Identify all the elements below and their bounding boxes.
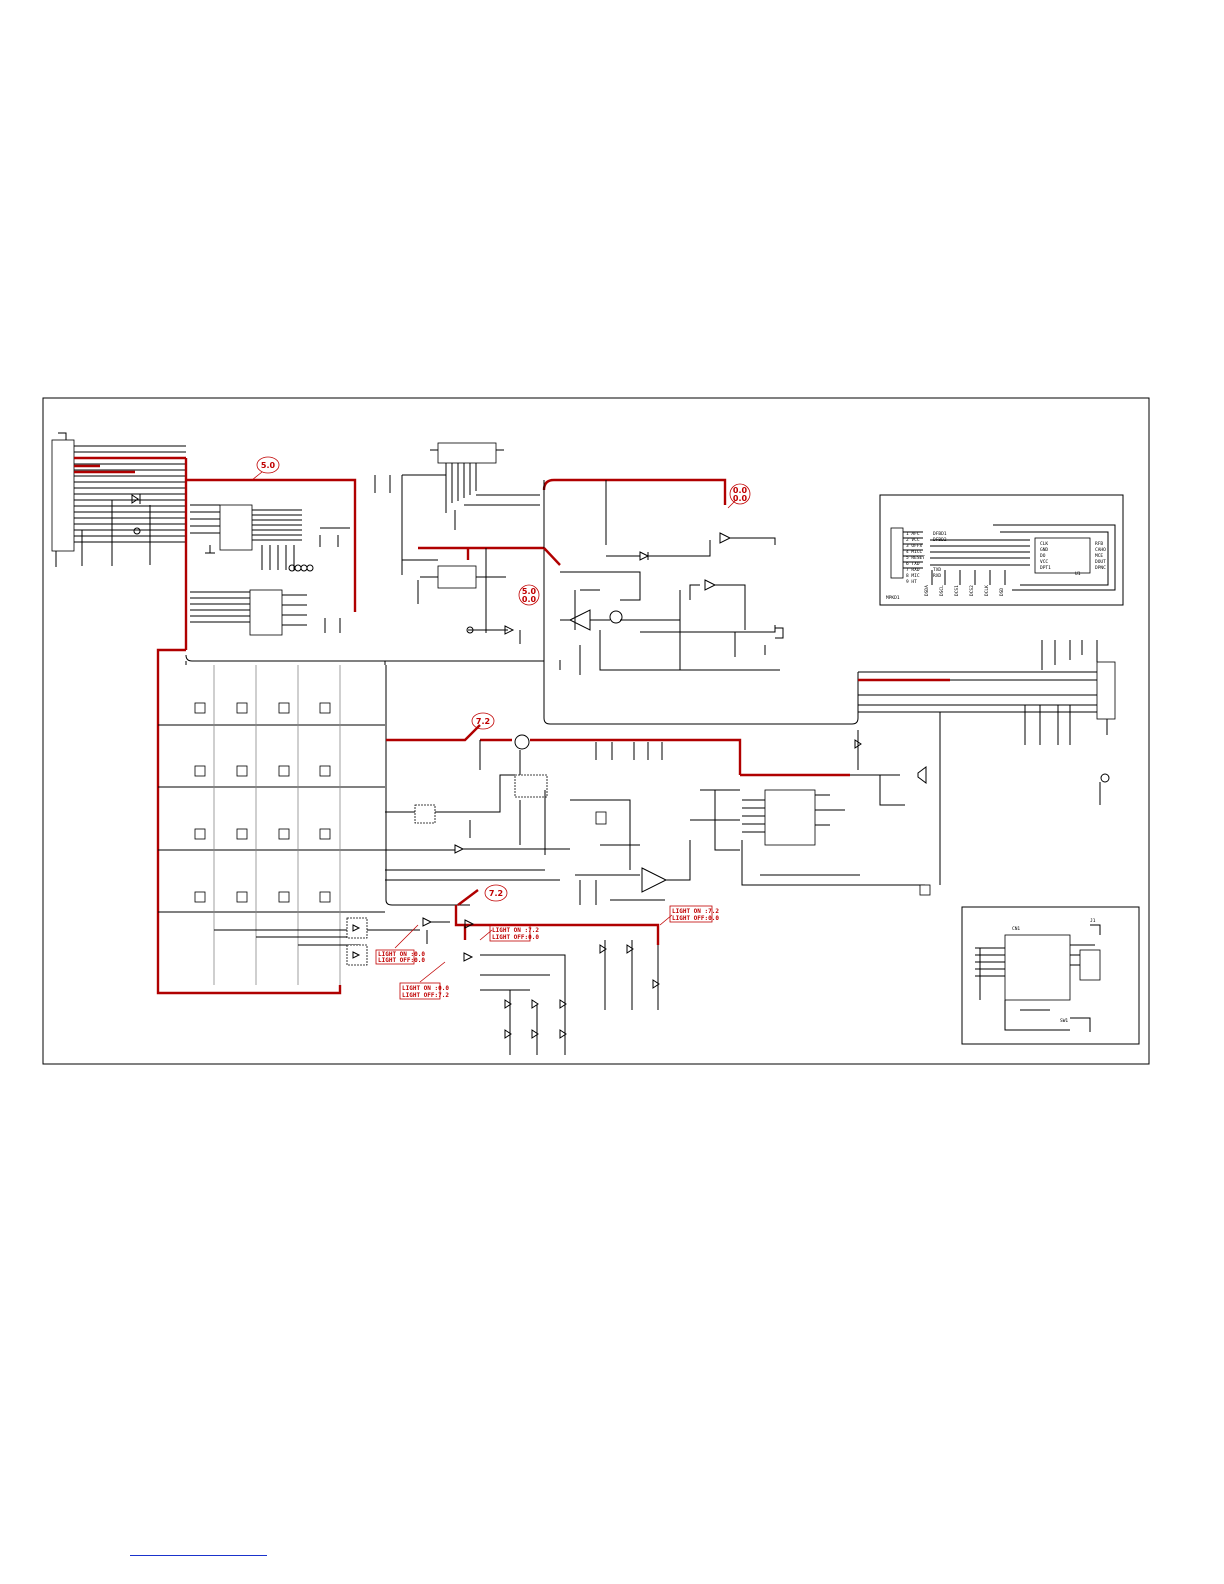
right-audio-block (542, 478, 859, 725)
top-mid-connector (374, 442, 544, 644)
svg-text:DCS1: DCS1 (954, 585, 960, 596)
footer-link-underline[interactable] (130, 1555, 267, 1556)
svg-text:CAHO: CAHO (1095, 547, 1106, 553)
voltage-label: 5.0 (522, 587, 537, 596)
svg-text:U1: U1 (1075, 571, 1081, 577)
voltage-callouts: 5.0 0.0 0.0 5.0 0.0 7.2 7.2 (251, 456, 751, 902)
voltage-label: 0.0 (522, 595, 537, 604)
svg-text:CLK: CLK (1040, 541, 1048, 547)
svg-text:DSD: DSD (999, 588, 1005, 596)
svg-text:DCS2: DCS2 (969, 585, 975, 596)
center-driver-section (385, 724, 742, 905)
svg-text:9 HT: 9 HT (906, 579, 917, 585)
svg-text:DFBD2: DFBD2 (933, 537, 947, 543)
svg-text:MCE: MCE (1095, 553, 1103, 559)
svg-text:6 TXD: 6 TXD (906, 561, 920, 567)
key-matrix (156, 648, 470, 995)
top-left-ic-block (184, 458, 544, 662)
light-note-line: LIGHT OFF:0.0 (672, 915, 719, 922)
svg-text:RFB: RFB (1095, 541, 1103, 547)
svg-text:TXD: TXD (933, 567, 941, 573)
voltage-label: 7.2 (476, 717, 490, 726)
schematic-frame (42, 397, 1150, 1065)
left-connector (51, 432, 186, 567)
light-notes: LIGHT ON :0.0 LIGHT OFF:0.0 LIGHT ON :7.… (375, 905, 719, 1000)
svg-text:RXD: RXD (933, 573, 941, 579)
voltage-label: 5.0 (261, 461, 276, 470)
svg-text:DSDA: DSDA (924, 585, 930, 596)
light-note-line: LIGHT OFF:7.2 (402, 992, 449, 999)
voltage-label: 0.0 (733, 494, 748, 503)
svg-text:DPNC: DPNC (1095, 565, 1106, 571)
board-inset (961, 906, 1140, 1045)
svg-text:5 RESET: 5 RESET (906, 555, 925, 561)
voltage-callout (256, 456, 280, 474)
board-inset-labels: CN1 J1 SW1 (1012, 918, 1096, 1024)
svg-text:8 MIC: 8 MIC (906, 573, 920, 579)
svg-text:GND: GND (1040, 547, 1048, 553)
svg-text:1 AFC: 1 AFC (906, 531, 920, 537)
svg-text:DSCL: DSCL (939, 585, 945, 596)
svg-text:CN1: CN1 (1012, 926, 1020, 932)
connector-inset-labels: 1 AFC 2 VCC 3 OFFx 4 MICC 5 RESET 6 TXD … (886, 531, 1106, 601)
voltage-callout (729, 483, 751, 505)
voltage-label: 7.2 (489, 889, 503, 898)
svg-text:SW1: SW1 (1060, 1018, 1068, 1024)
voltage-callout (484, 884, 508, 902)
right-connector (858, 640, 1116, 885)
light-note-line: LIGHT ON :0.0 (378, 951, 425, 958)
voltage-label: 0.0 (733, 486, 748, 495)
svg-text:DPT1: DPT1 (1040, 565, 1051, 571)
amplifier-ic (690, 730, 931, 896)
svg-text:MPKD1: MPKD1 (886, 595, 900, 601)
svg-text:DCLK: DCLK (984, 585, 990, 596)
svg-text:7 RXD: 7 RXD (906, 567, 920, 573)
svg-text:DO: DO (1040, 553, 1046, 559)
light-note-line: LIGHT OFF:0.0 (492, 934, 539, 941)
voltage-callout (471, 712, 495, 730)
svg-text:VCC: VCC (1040, 559, 1048, 565)
svg-text:2 VCC: 2 VCC (906, 537, 920, 543)
light-note-line: LIGHT ON :0.0 (402, 985, 449, 992)
svg-text:4 MICC: 4 MICC (906, 549, 923, 555)
light-driver-section (422, 889, 660, 1055)
voltage-callout (518, 584, 540, 606)
svg-text:DFBD1: DFBD1 (933, 531, 947, 537)
light-note-line: LIGHT OFF:0.0 (378, 957, 425, 964)
svg-text:DOUT: DOUT (1095, 559, 1106, 565)
light-note-line: LIGHT ON :7.2 (492, 927, 539, 934)
light-note-line: LIGHT ON :7.2 (672, 908, 719, 915)
svg-text:J1: J1 (1090, 918, 1096, 924)
svg-text:3 OFFx: 3 OFFx (906, 543, 923, 549)
connector-inset (879, 494, 1124, 606)
